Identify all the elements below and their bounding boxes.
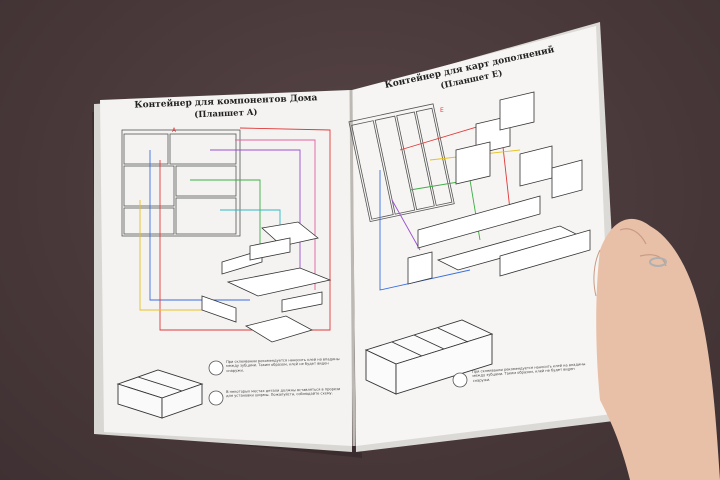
left-marker: A [172,127,177,134]
ring [649,257,667,267]
left-box-illustration [116,369,204,419]
right-box-illustration [364,319,494,395]
right-flat-layout [348,103,455,223]
left-note-2: В некоторых местах детали должны вставля… [226,387,340,398]
hand [593,218,720,480]
book-spine [349,89,356,447]
right-marker: E [440,107,444,114]
right-detail-circle [452,372,468,388]
left-title-2: (Планшет A) [194,107,258,121]
left-exploded-parts [201,221,332,343]
left-detail-circles [208,360,224,406]
right-exploded-parts [407,91,591,285]
left-flat-layout [121,129,241,237]
